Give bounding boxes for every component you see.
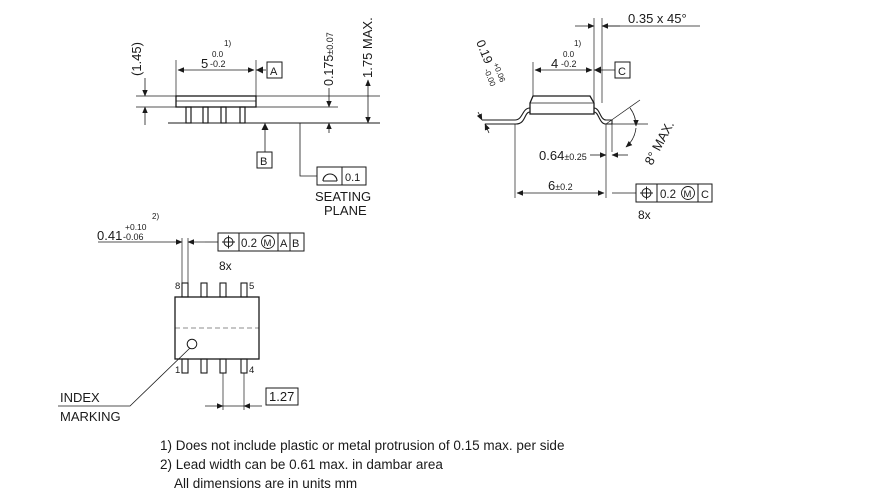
end-fcf-datum: C: [701, 189, 709, 201]
top-fcf-value: 0.2: [241, 238, 257, 250]
top-fcf-box: [217, 232, 305, 252]
angle-label: 8° MAX.: [641, 118, 677, 167]
dim-041-note: 2): [152, 212, 159, 221]
top-leads: [181, 282, 248, 298]
end-view: 0.35 x 45° 4 0.0 -0.2 1) C 0.19 +0.06 -0…: [473, 11, 713, 222]
datum-a-box: [266, 61, 283, 79]
dim-041-tol-upper: +0.10: [125, 222, 147, 232]
flatness-icon: [322, 173, 338, 182]
pin-1-label: 1: [175, 365, 180, 376]
pin-4-label: 4: [249, 365, 254, 376]
dim-5-tol-upper: 0.0: [212, 50, 224, 59]
dim-041-tol-lower: -0.06: [123, 232, 144, 242]
datum-b-label: B: [260, 156, 267, 168]
end-view-body: [529, 95, 595, 115]
end-fcf-box: [635, 183, 713, 203]
top-position-icon: [222, 235, 235, 249]
end-view-right-lead: [593, 107, 612, 125]
top-fcf-mod: M: [264, 238, 272, 249]
side-view-leads: [185, 106, 246, 124]
note-3: All dimensions are in units mm: [174, 476, 358, 491]
side-view: (1.45) 5 0.0 -0.2 1) A B 0.175±0.07 1.75…: [129, 17, 380, 218]
dim-5-label: 5: [201, 56, 208, 71]
index-marking-dot: [186, 338, 198, 350]
dim-019-label: 0.19: [473, 38, 495, 66]
top-fcf-datum-b: B: [292, 238, 299, 250]
dim-4-note: 1): [574, 39, 581, 48]
datum-c-box: [614, 61, 631, 79]
top-fcf-count: 8x: [219, 259, 232, 273]
seating-plane-line1: SEATING: [315, 189, 371, 204]
position-icon: [640, 186, 653, 200]
pitch-box: [265, 387, 299, 406]
dim-041-label: 0.41: [97, 228, 122, 243]
dim-6-label: 6±0.2: [548, 178, 573, 193]
datum-c-label: C: [618, 66, 626, 78]
dim-145-label: (1.45): [129, 42, 144, 76]
end-view-left-lead: [482, 107, 531, 125]
index-marking-line2: MARKING: [60, 409, 121, 424]
index-marking-line1: INDEX: [60, 390, 100, 405]
flatness-value: 0.1: [345, 172, 360, 184]
note-1: 1) Does not include plastic or metal pro…: [160, 438, 565, 453]
dim-064-label: 0.64±0.25: [539, 148, 587, 163]
top-view: 0.41 +0.10 -0.06 2) 0.2 M A B 8x 8 5 1 4…: [58, 212, 305, 424]
dim-5-tol-lower: -0.2: [210, 59, 226, 69]
top-mmc-icon: [261, 235, 275, 249]
notes-block: 1) Does not include plastic or metal pro…: [160, 436, 564, 493]
bottom-leads: [181, 358, 248, 374]
top-fcf-datum-a: A: [280, 238, 288, 250]
pin-5-label: 5: [249, 281, 254, 292]
side-view-body: [175, 95, 257, 108]
end-fcf-mod: M: [684, 189, 692, 200]
dim-0175-label: 0.175±0.07: [322, 32, 336, 86]
pin-8-label: 8: [175, 281, 180, 292]
dim-4-label: 4: [551, 56, 558, 71]
seating-plane-line2: PLANE: [324, 203, 367, 218]
end-fcf-value: 0.2: [660, 189, 676, 201]
datum-a-label: A: [270, 66, 278, 78]
chamfer-label: 0.35 x 45°: [628, 11, 687, 26]
dim-4-tol-upper: 0.0: [563, 50, 575, 59]
pitch-label: 1.27: [269, 389, 294, 404]
datum-b-box: [256, 151, 273, 169]
mmc-icon: [681, 186, 695, 200]
dim-175max-label: 1.75 MAX.: [360, 17, 375, 78]
dim-5-note: 1): [224, 39, 231, 48]
end-fcf-count: 8x: [638, 208, 651, 222]
note-2: 2) Lead width can be 0.61 max. in dambar…: [160, 457, 443, 472]
dim-4-tol-lower: -0.2: [561, 59, 577, 69]
